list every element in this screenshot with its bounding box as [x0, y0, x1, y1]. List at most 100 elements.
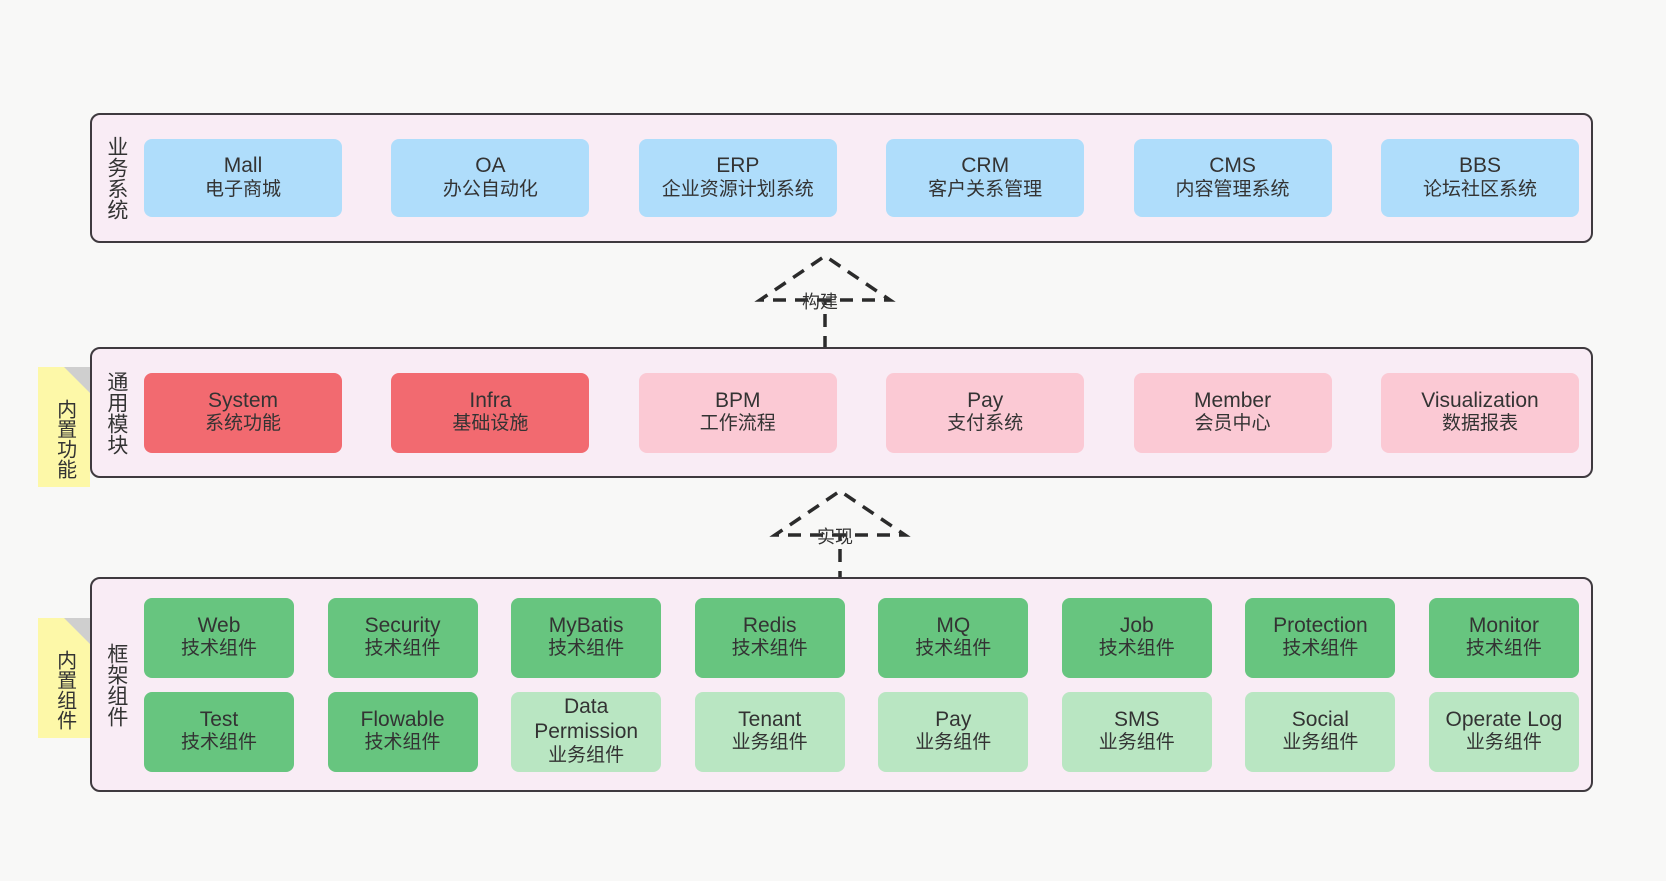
card-title: Infra [469, 388, 512, 412]
card-mybatis[interactable]: MyBatis 技术组件 [511, 597, 662, 678]
card-title: ERP [716, 154, 760, 178]
card-subtitle: 技术组件 [364, 732, 441, 754]
card-title: CRM [961, 154, 1010, 178]
card-title: Protection [1273, 613, 1368, 637]
card-title: Visualization [1421, 388, 1539, 412]
card-subtitle: 技术组件 [364, 638, 441, 660]
connector-build: 构建 [740, 252, 940, 352]
card-subtitle: 业务组件 [915, 732, 992, 754]
framework-components-row-2: Test 技术组件 Flowable 技术组件 Data Permission … [144, 691, 1579, 772]
card-title: Mall [223, 154, 263, 178]
card-title: Pay [967, 388, 1004, 412]
card-title: MyBatis [548, 613, 624, 637]
card-pay-component[interactable]: Pay 业务组件 [878, 691, 1029, 772]
card-operate-log[interactable]: Operate Log 业务组件 [1428, 691, 1579, 772]
card-subtitle: 技术组件 [548, 638, 625, 660]
card-subtitle: 技术组件 [1098, 638, 1175, 660]
connector-realize: 实现 [755, 487, 955, 587]
card-protection[interactable]: Protection 技术组件 [1245, 597, 1396, 678]
connector-build-label: 构建 [802, 292, 838, 312]
card-subtitle: 支付系统 [947, 413, 1024, 435]
note-builtin-features-label: 内置功能 [53, 399, 76, 479]
layer-caption-common-modules: 通用模块 [104, 370, 128, 455]
layer-body-common-modules: System 系统功能 Infra 基础设施 BPM 工作流程 Pay 支付系统… [140, 349, 1591, 476]
card-pay-module[interactable]: Pay 支付系统 [886, 372, 1085, 453]
card-subtitle: 技术组件 [915, 638, 992, 660]
card-web[interactable]: Web 技术组件 [144, 597, 294, 678]
generalization-arrow-icon [769, 488, 911, 584]
card-test[interactable]: Test 技术组件 [144, 691, 294, 772]
note-fold-icon [64, 618, 90, 644]
card-visualization[interactable]: Visualization 数据报表 [1380, 372, 1579, 453]
card-data-permission[interactable]: Data Permission 业务组件 [511, 691, 662, 772]
layer-business-systems: 业务系统 Mall 电子商城 OA 办公自动化 ERP 企业资源计划系统 CRM [90, 113, 1593, 243]
framework-components-row-1: Web 技术组件 Security 技术组件 MyBatis 技术组件 Redi… [144, 597, 1579, 678]
card-title: Flowable [360, 707, 445, 731]
card-subtitle: 技术组件 [1282, 638, 1359, 660]
layer-body-framework-components: Web 技术组件 Security 技术组件 MyBatis 技术组件 Redi… [140, 579, 1591, 790]
card-title: System [207, 388, 278, 412]
card-crm[interactable]: CRM 客户关系管理 [886, 139, 1085, 217]
note-fold-icon [64, 367, 90, 393]
card-subtitle: 基础设施 [452, 413, 529, 435]
card-flowable[interactable]: Flowable 技术组件 [327, 691, 478, 772]
card-title: Web [197, 613, 241, 637]
card-mq[interactable]: MQ 技术组件 [878, 597, 1029, 678]
card-title: Tenant [738, 707, 802, 731]
card-title: Job [1119, 613, 1154, 637]
card-subtitle: 会员中心 [1194, 413, 1271, 435]
card-erp[interactable]: ERP 企业资源计划系统 [638, 139, 837, 217]
card-mall[interactable]: Mall 电子商城 [144, 139, 342, 217]
note-builtin-components-label: 内置组件 [53, 650, 76, 730]
card-subtitle: 客户关系管理 [928, 178, 1043, 200]
generalization-arrow-icon [754, 253, 896, 349]
note-builtin-components: 内置组件 [38, 618, 90, 738]
card-tenant[interactable]: Tenant 业务组件 [694, 691, 845, 772]
card-redis[interactable]: Redis 技术组件 [694, 597, 845, 678]
card-title: Operate Log [1445, 707, 1563, 731]
card-title: SMS [1114, 707, 1160, 731]
card-title: Social [1291, 707, 1349, 731]
card-subtitle: 办公自动化 [442, 178, 538, 200]
card-member[interactable]: Member 会员中心 [1133, 372, 1332, 453]
note-builtin-features: 内置功能 [38, 367, 90, 487]
connector-realize-label: 实现 [817, 527, 853, 547]
card-system[interactable]: System 系统功能 [144, 372, 342, 453]
card-subtitle: 业务组件 [1098, 732, 1175, 754]
card-subtitle: 电子商城 [204, 178, 281, 200]
card-subtitle: 技术组件 [180, 638, 257, 660]
card-subtitle: 技术组件 [731, 638, 808, 660]
card-subtitle: 业务组件 [731, 732, 808, 754]
card-title: Redis [742, 613, 797, 637]
card-title: Monitor [1468, 613, 1539, 637]
card-sms[interactable]: SMS 业务组件 [1061, 691, 1212, 772]
card-social[interactable]: Social 业务组件 [1245, 691, 1396, 772]
card-title: Test [199, 707, 239, 731]
card-subtitle: 业务组件 [1282, 732, 1359, 754]
card-title: BBS [1458, 154, 1501, 178]
card-subtitle: 论坛社区系统 [1422, 178, 1537, 200]
card-title: CMS [1209, 154, 1256, 178]
card-cms[interactable]: CMS 内容管理系统 [1133, 139, 1332, 217]
card-infra[interactable]: Infra 基础设施 [391, 372, 590, 453]
card-bpm[interactable]: BPM 工作流程 [638, 372, 837, 453]
common-modules-row: System 系统功能 Infra 基础设施 BPM 工作流程 Pay 支付系统… [144, 372, 1579, 453]
card-subtitle: 技术组件 [180, 732, 257, 754]
card-subtitle: 技术组件 [1465, 638, 1542, 660]
layer-framework-components: 框架组件 Web 技术组件 Security 技术组件 MyBatis 技术组件… [90, 577, 1593, 792]
card-oa[interactable]: OA 办公自动化 [391, 139, 590, 217]
card-subtitle: 业务组件 [548, 744, 625, 766]
card-subtitle: 工作流程 [699, 413, 776, 435]
layer-common-modules: 通用模块 System 系统功能 Infra 基础设施 BPM 工作流程 Pay [90, 347, 1593, 478]
layer-caption-business-systems: 业务系统 [104, 136, 128, 220]
card-monitor[interactable]: Monitor 技术组件 [1428, 597, 1579, 678]
card-title: Security [364, 613, 441, 637]
card-subtitle: 业务组件 [1465, 732, 1542, 754]
layer-body-business-systems: Mall 电子商城 OA 办公自动化 ERP 企业资源计划系统 CRM 客户关系… [140, 115, 1591, 241]
card-title: Data Permission [534, 695, 639, 744]
card-bbs[interactable]: BBS 论坛社区系统 [1380, 139, 1579, 217]
business-systems-row: Mall 电子商城 OA 办公自动化 ERP 企业资源计划系统 CRM 客户关系… [144, 139, 1579, 217]
card-security[interactable]: Security 技术组件 [327, 597, 478, 678]
card-job[interactable]: Job 技术组件 [1061, 597, 1212, 678]
